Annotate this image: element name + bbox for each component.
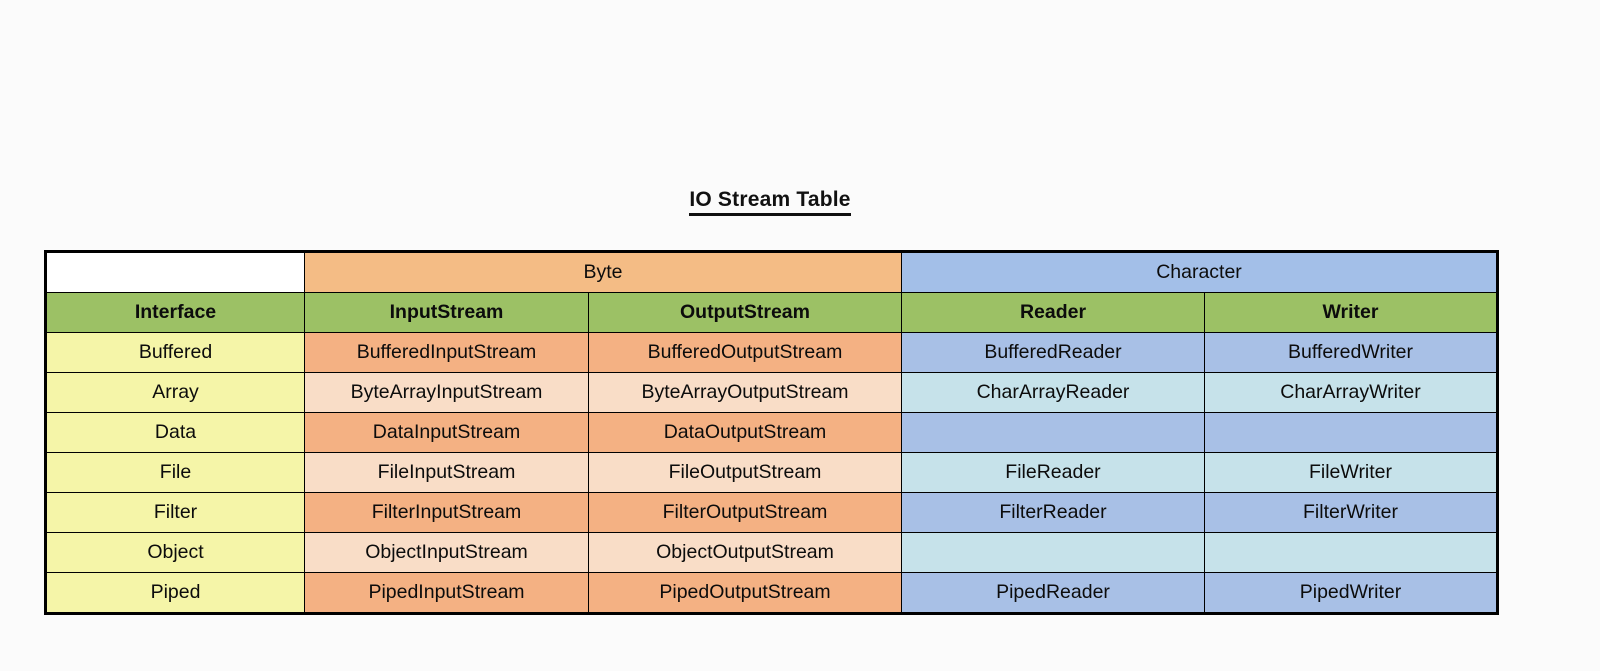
cell-input-stream: FileInputStream bbox=[304, 452, 589, 493]
cell-reader: BufferedReader bbox=[901, 332, 1205, 373]
group-header-byte-cell: Byte bbox=[304, 251, 902, 293]
cell-writer: FilterWriter bbox=[1204, 492, 1498, 533]
cell-reader bbox=[901, 412, 1205, 453]
cell-input-stream: ByteArrayInputStream bbox=[304, 372, 589, 413]
table-row: Array ByteArrayInputStream ByteArrayOutp… bbox=[45, 372, 1498, 413]
cell-reader bbox=[901, 532, 1205, 573]
cell-output-stream: ByteArrayOutputStream bbox=[588, 372, 902, 413]
cell-output-stream: FileOutputStream bbox=[588, 452, 902, 493]
table-row: Object ObjectInputStream ObjectOutputStr… bbox=[45, 532, 1498, 573]
table-row: Filter FilterInputStream FilterOutputStr… bbox=[45, 492, 1498, 533]
cell-reader: CharArrayReader bbox=[901, 372, 1205, 413]
cell-writer bbox=[1204, 532, 1498, 573]
io-stream-table-container: Byte Character Interface InputStream Out… bbox=[44, 250, 1499, 615]
cell-writer: PipedWriter bbox=[1204, 572, 1498, 614]
cell-input-stream: PipedInputStream bbox=[304, 572, 589, 614]
cell-interface: Object bbox=[45, 532, 305, 573]
cell-output-stream: FilterOutputStream bbox=[588, 492, 902, 533]
cell-interface: Array bbox=[45, 372, 305, 413]
cell-interface: Data bbox=[45, 412, 305, 453]
cell-reader: FileReader bbox=[901, 452, 1205, 493]
table-group-header-row: Byte Character bbox=[45, 251, 1498, 293]
cell-output-stream: BufferedOutputStream bbox=[588, 332, 902, 373]
cell-interface: File bbox=[45, 452, 305, 493]
cell-writer bbox=[1204, 412, 1498, 453]
cell-output-stream: ObjectOutputStream bbox=[588, 532, 902, 573]
cell-writer: FileWriter bbox=[1204, 452, 1498, 493]
cell-input-stream: ObjectInputStream bbox=[304, 532, 589, 573]
column-header-output-stream: OutputStream bbox=[588, 292, 902, 333]
column-header-reader: Reader bbox=[901, 292, 1205, 333]
group-header-character-cell: Character bbox=[901, 251, 1498, 293]
cell-writer: BufferedWriter bbox=[1204, 332, 1498, 373]
cell-input-stream: DataInputStream bbox=[304, 412, 589, 453]
cell-reader: PipedReader bbox=[901, 572, 1205, 614]
cell-reader: FilterReader bbox=[901, 492, 1205, 533]
table-row: Buffered BufferedInputStream BufferedOut… bbox=[45, 332, 1498, 373]
column-header-interface: Interface bbox=[45, 292, 305, 333]
column-header-writer: Writer bbox=[1204, 292, 1498, 333]
cell-output-stream: PipedOutputStream bbox=[588, 572, 902, 614]
table-column-header-row: Interface InputStream OutputStream Reade… bbox=[45, 292, 1498, 333]
cell-interface: Buffered bbox=[45, 332, 305, 373]
page-title: IO Stream Table bbox=[0, 188, 1540, 216]
column-header-input-stream: InputStream bbox=[304, 292, 589, 333]
cell-output-stream: DataOutputStream bbox=[588, 412, 902, 453]
cell-writer: CharArrayWriter bbox=[1204, 372, 1498, 413]
group-header-blank-cell bbox=[45, 251, 305, 293]
cell-interface: Filter bbox=[45, 492, 305, 533]
cell-interface: Piped bbox=[45, 572, 305, 614]
table-row: File FileInputStream FileOutputStream Fi… bbox=[45, 452, 1498, 493]
cell-input-stream: FilterInputStream bbox=[304, 492, 589, 533]
page-title-text: IO Stream Table bbox=[689, 188, 851, 216]
table-row: Data DataInputStream DataOutputStream bbox=[45, 412, 1498, 453]
cell-input-stream: BufferedInputStream bbox=[304, 332, 589, 373]
table-row: Piped PipedInputStream PipedOutputStream… bbox=[45, 572, 1498, 614]
io-stream-table: Byte Character Interface InputStream Out… bbox=[44, 250, 1499, 615]
